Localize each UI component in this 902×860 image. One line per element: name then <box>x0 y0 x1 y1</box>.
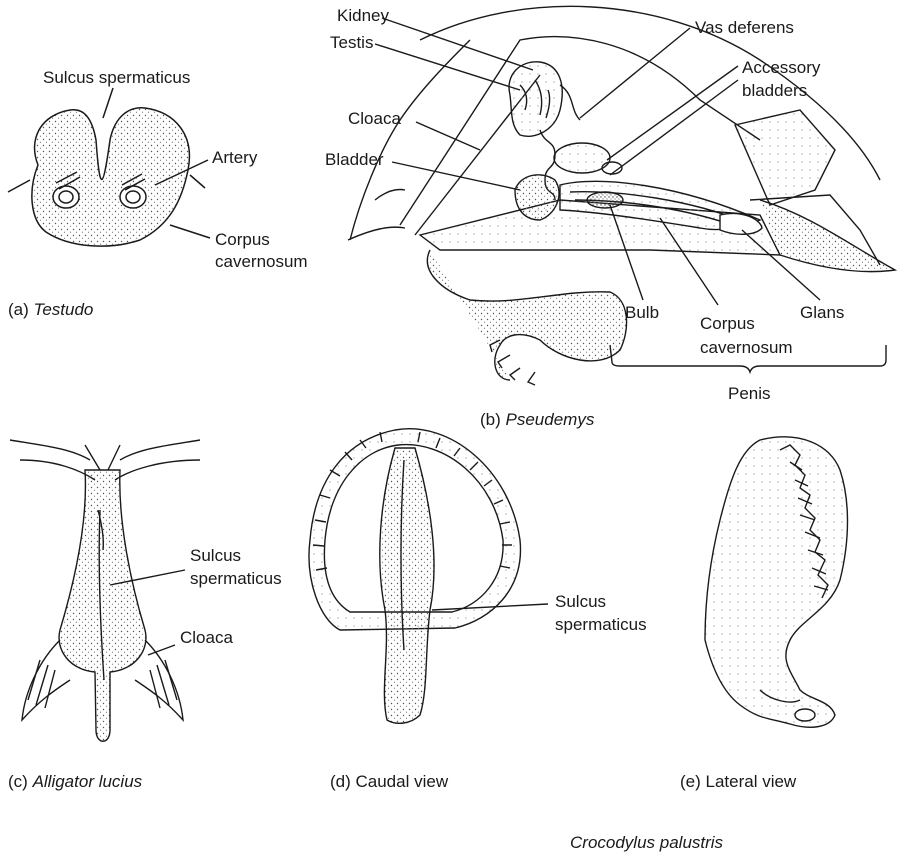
label-b-bladder: Bladder <box>325 150 384 170</box>
label-b-glans: Glans <box>800 303 844 323</box>
label-c-sulcus: Sulcus <box>190 546 241 566</box>
caption-c: (c) Alligator lucius <box>8 772 142 792</box>
hind-leg <box>427 250 626 380</box>
label-a-sulcus-spermaticus: Sulcus spermaticus <box>43 68 190 88</box>
label-b-penis: Penis <box>728 384 771 404</box>
crocodylus-caudal-view <box>309 429 548 724</box>
caption-a-letter: (a) <box>8 300 29 319</box>
label-a-cavernosum: cavernosum <box>215 252 308 272</box>
bulb <box>587 192 623 208</box>
caudal-shaft <box>380 448 434 723</box>
caption-a: (a) Testudo <box>8 300 93 320</box>
caption-d: (d) Caudal view <box>330 772 448 792</box>
lateral-body <box>705 437 848 727</box>
caption-a-taxon: Testudo <box>34 300 94 319</box>
label-d-spermaticus: spermaticus <box>555 615 647 635</box>
alligator-shaft <box>59 470 146 741</box>
label-c-cloaca: Cloaca <box>180 628 233 648</box>
crocodylus-lateral-view <box>705 437 848 727</box>
label-c-spermaticus: spermaticus <box>190 569 282 589</box>
label-b-bulb: Bulb <box>625 303 659 323</box>
caption-c-taxon: Alligator lucius <box>33 772 143 791</box>
caption-b: (b) Pseudemys <box>480 410 594 430</box>
label-b-cloaca: Cloaca <box>348 109 401 129</box>
label-b-testis: Testis <box>330 33 373 53</box>
caption-b-letter: (b) <box>480 410 501 429</box>
kidney <box>509 62 562 136</box>
label-d-sulcus: Sulcus <box>555 592 606 612</box>
tail <box>760 200 895 272</box>
label-a-artery: Artery <box>212 148 257 168</box>
caption-c-letter: (c) <box>8 772 28 791</box>
label-b-kidney: Kidney <box>337 6 389 26</box>
alligator-phallus <box>10 440 200 741</box>
label-b-bladders: bladders <box>742 81 807 101</box>
testudo-cross-section-outline <box>32 108 190 246</box>
caption-e: (e) Lateral view <box>680 772 796 792</box>
caption-de-taxon: Crocodylus palustris <box>570 833 723 853</box>
label-b-vas-deferens: Vas deferens <box>695 18 794 38</box>
label-a-corpus: Corpus <box>215 230 270 250</box>
label-b-cavernosum: cavernosum <box>700 338 793 358</box>
label-b-corpus: Corpus <box>700 314 755 334</box>
label-b-accessory: Accessory <box>742 58 820 78</box>
caption-b-taxon: Pseudemys <box>506 410 595 429</box>
testudo-cross-section <box>8 88 210 246</box>
